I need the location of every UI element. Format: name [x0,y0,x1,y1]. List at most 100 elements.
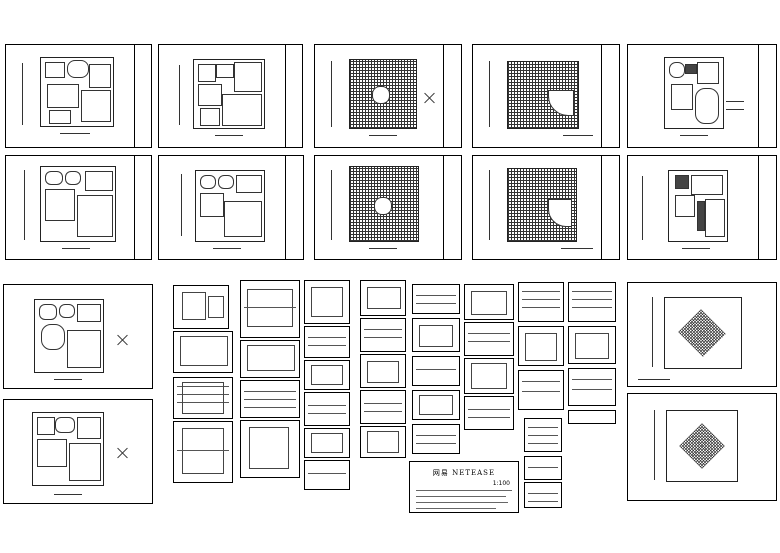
detail-sheet[interactable] [304,460,350,490]
detail-sheet[interactable] [173,377,233,419]
floor-plan [193,59,265,129]
drawing-sheet-12[interactable] [3,399,153,504]
title-strip [601,45,602,147]
detail-sheet[interactable] [412,318,460,352]
detail-sheet[interactable] [360,390,406,424]
dimension-line [331,170,332,240]
plan-caption [215,135,243,136]
north-arrow-icon [116,446,130,460]
detail-sheet[interactable] [464,284,514,320]
drawing-sheet-6[interactable] [5,155,152,260]
title-strip [285,45,286,147]
north-arrow-icon [423,91,437,105]
note-line [416,496,506,497]
detail-sheet[interactable] [568,282,616,322]
floor-plan [664,57,724,129]
roof-outline [666,410,738,482]
detail-sheet[interactable] [524,482,562,508]
detail-sheet[interactable] [240,340,300,378]
title-strip [443,45,444,147]
dimension-line [331,61,332,127]
note-line [416,490,512,491]
title-strip [443,156,444,259]
floor-plan [668,170,728,242]
detail-sheet[interactable] [518,282,564,322]
detail-sheet[interactable] [524,456,562,480]
detail-sheet[interactable] [464,358,514,394]
detail-sheet[interactable] [173,285,229,329]
detail-sheet[interactable] [412,424,460,454]
dimension-line [652,297,653,367]
detail-sheet[interactable] [412,356,460,386]
hatched-floor-plan [349,59,417,129]
roof-outline [664,297,742,369]
plan-caption [638,379,670,380]
detail-sheet[interactable] [568,326,616,364]
hatched-floor-plan [507,168,577,242]
title-block-brand: 网易 NETEASE [432,469,496,477]
detail-sheet[interactable] [304,360,350,390]
floor-plan [34,299,104,373]
dimension-line [24,170,25,240]
detail-sheet[interactable] [240,420,300,478]
title-strip [134,156,135,259]
plan-caption [54,379,82,380]
plan-caption [561,248,593,249]
drawing-sheet-9[interactable] [472,155,620,260]
detail-sheet[interactable] [464,396,514,430]
dimension-line [179,65,180,125]
leader-line [726,101,744,102]
drawing-sheet-2[interactable] [158,44,303,148]
dimension-line [489,170,490,240]
detail-sheet[interactable] [524,418,562,452]
title-strip [758,156,759,259]
detail-sheet[interactable] [360,354,406,388]
plan-caption [680,135,708,136]
detail-sheet[interactable] [412,390,460,420]
plan-caption [62,248,90,249]
detail-sheet[interactable] [173,421,233,483]
detail-sheet[interactable] [304,428,350,458]
drawing-sheet-11[interactable] [3,284,153,389]
title-strip [285,156,286,259]
title-strip [758,45,759,147]
drawing-sheet-5[interactable] [627,44,777,148]
note-line [416,502,508,503]
detail-sheet[interactable] [240,380,300,418]
detail-sheet[interactable] [360,426,406,458]
detail-sheet[interactable] [173,331,233,373]
detail-sheet[interactable] [240,280,300,338]
title-strip [134,45,135,147]
dimension-line [489,61,490,127]
detail-sheet[interactable] [464,322,514,356]
plan-caption [60,133,90,134]
plan-caption [563,135,593,136]
roof-plan-sheet-2[interactable] [627,393,777,501]
drawing-sheet-7[interactable] [158,155,304,260]
title-block[interactable]: 网易 NETEASE 1:100 [409,461,519,513]
leader-line [726,109,744,110]
drawing-sheet-10[interactable] [627,155,777,260]
dimension-line [181,174,182,236]
detail-sheet[interactable] [304,392,350,426]
detail-sheet[interactable] [568,410,616,424]
plan-caption [54,494,82,495]
north-arrow-icon [116,333,130,347]
plan-caption [369,135,397,136]
hatched-floor-plan [507,61,579,129]
drawing-sheet-3[interactable] [314,44,462,148]
detail-sheet[interactable] [518,326,564,366]
roof-plan-sheet-1[interactable] [627,282,777,387]
detail-sheet[interactable] [568,368,616,406]
detail-sheet[interactable] [304,326,350,358]
floor-plan [195,170,265,242]
detail-sheet[interactable] [518,370,564,410]
drawing-sheet-8[interactable] [314,155,462,260]
detail-sheet[interactable] [360,280,406,316]
detail-sheet[interactable] [304,280,350,324]
drawing-sheet-1[interactable] [5,44,152,148]
detail-sheet[interactable] [360,318,406,352]
detail-sheet[interactable] [412,284,460,314]
floor-plan [40,57,114,127]
drawing-sheet-4[interactable] [472,44,620,148]
